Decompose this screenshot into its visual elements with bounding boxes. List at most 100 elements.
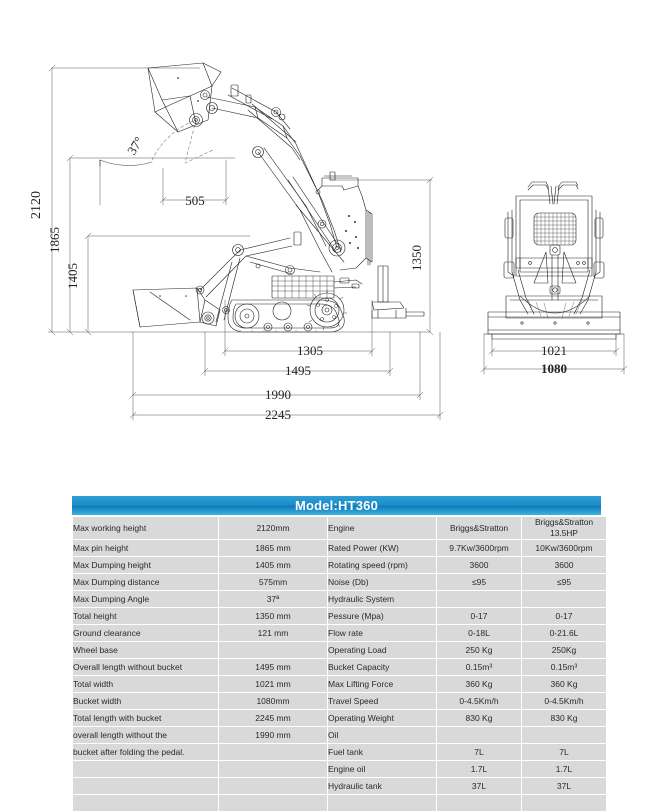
spec-right-value-b: 7L bbox=[522, 744, 606, 760]
dim-1495: 1495 bbox=[285, 363, 311, 378]
dim-1021: 1021 bbox=[541, 343, 567, 358]
spec-right-value-a: Briggs&Stratton bbox=[437, 517, 521, 539]
spec-right-value-b: 360 Kg bbox=[522, 676, 606, 692]
spec-right-value-b: 0-21.6L bbox=[522, 625, 606, 641]
spec-left-label: Total length with bucket bbox=[73, 710, 218, 726]
dim-1990: 1990 bbox=[265, 387, 291, 402]
spec-right-value-b: ≤95 bbox=[522, 574, 606, 590]
spec-left-value: 1080mm bbox=[219, 693, 327, 709]
spec-right-value-a: 0-18L bbox=[437, 625, 521, 641]
spec-left-value: 1495 mm bbox=[219, 659, 327, 675]
spec-right-value-a: 830 Kg bbox=[437, 710, 521, 726]
dim-angle-37: 37° bbox=[124, 134, 146, 157]
spec-right-value-b: 3600 bbox=[522, 557, 606, 573]
dim-1865: 1865 bbox=[47, 227, 62, 253]
spec-left-label: Max Dumping Angle bbox=[73, 591, 218, 607]
spec-left-label bbox=[73, 795, 218, 811]
spec-right-label: Flow rate bbox=[328, 625, 436, 641]
spec-right-label: Max Lifting Force bbox=[328, 676, 436, 692]
dim-505: 505 bbox=[185, 193, 205, 208]
spec-left-label: Overall length without bucket bbox=[73, 659, 218, 675]
spec-right-label bbox=[328, 795, 436, 811]
spec-left-label: bucket after folding the pedal. bbox=[73, 744, 218, 760]
spec-right-label: Noise (Db) bbox=[328, 574, 436, 590]
dim-1350: 1350 bbox=[409, 245, 424, 271]
spec-right-value-a: 0-17 bbox=[437, 608, 521, 624]
spec-right-label: Engine bbox=[328, 517, 436, 539]
dim-2245: 2245 bbox=[265, 407, 291, 422]
spec-left-label: Max pin height bbox=[73, 540, 218, 556]
spec-right-value-a: 0.15m³ bbox=[437, 659, 521, 675]
spec-left-label: overall length without the bbox=[73, 727, 218, 743]
spec-left-value: 575mm bbox=[219, 574, 327, 590]
spec-left-value: 1990 mm bbox=[219, 727, 327, 743]
spec-right-label: Oil bbox=[328, 727, 436, 743]
spec-right-value-a bbox=[437, 591, 521, 607]
spec-left-label bbox=[73, 778, 218, 794]
dim-1405: 1405 bbox=[65, 263, 80, 289]
dim-1080: 1080 bbox=[541, 361, 567, 376]
spec-right-label: Engine oil bbox=[328, 761, 436, 777]
spec-right-label: Travel Speed bbox=[328, 693, 436, 709]
spec-left-value: 1021 mm bbox=[219, 676, 327, 692]
spec-left-value: 121 mm bbox=[219, 625, 327, 641]
spec-right-value-b bbox=[522, 727, 606, 743]
spec-right-value-a: 7L bbox=[437, 744, 521, 760]
spec-right-label: Hydraulic System bbox=[328, 591, 436, 607]
spec-right-value-a: 0-4.5Km/h bbox=[437, 693, 521, 709]
spec-right-value-b: 0-4.5Km/h bbox=[522, 693, 606, 709]
spec-left-value: 1405 mm bbox=[219, 557, 327, 573]
spec-right-label: Rotating speed (rpm) bbox=[328, 557, 436, 573]
spec-left-value: 37ª bbox=[219, 591, 327, 607]
spec-left-label: Max Dumping height bbox=[73, 557, 218, 573]
spec-right-value-a bbox=[437, 795, 521, 811]
spec-left-value: 2245 mm bbox=[219, 710, 327, 726]
spec-left-value bbox=[219, 761, 327, 777]
spec-right-label: Hydraulic tank bbox=[328, 778, 436, 794]
spec-left-label: Max Dumping distance bbox=[73, 574, 218, 590]
technical-drawing: 2120 1865 1405 505 37° 1350 1305 1495 19… bbox=[29, 62, 628, 422]
spec-right-value-b: 0-17 bbox=[522, 608, 606, 624]
spec-right-value-a bbox=[437, 727, 521, 743]
spec-left-label: Bucket width bbox=[73, 693, 218, 709]
spec-right-value-b: 0.15m³ bbox=[522, 659, 606, 675]
spec-right-value-a: ≤95 bbox=[437, 574, 521, 590]
spec-left-value bbox=[219, 642, 327, 658]
spec-table-title: Model:HT360 bbox=[72, 496, 601, 515]
spec-right-value-a: 250 Kg bbox=[437, 642, 521, 658]
spec-right-value-b bbox=[522, 795, 606, 811]
spec-right-value-a: 360 Kg bbox=[437, 676, 521, 692]
spec-right-value-a: 37L bbox=[437, 778, 521, 794]
spec-left-value bbox=[219, 795, 327, 811]
spec-left-value: 1865 mm bbox=[219, 540, 327, 556]
spec-right-label: Rated Power (KW) bbox=[328, 540, 436, 556]
spec-right-label: Fuel tank bbox=[328, 744, 436, 760]
spec-right-value-b: 10Kw/3600rpm bbox=[522, 540, 606, 556]
spec-right-value-a: 1.7L bbox=[437, 761, 521, 777]
spec-right-value-b: Briggs&Stratton 13.5HP bbox=[522, 517, 606, 539]
spec-left-value: 2120mm bbox=[219, 517, 327, 539]
spec-right-value-b bbox=[522, 591, 606, 607]
spec-right-label: Operating Load bbox=[328, 642, 436, 658]
spec-right-value-b: 37L bbox=[522, 778, 606, 794]
spec-left-label: Wheel base bbox=[73, 642, 218, 658]
spec-right-value-b: 250Kg bbox=[522, 642, 606, 658]
dim-2120: 2120 bbox=[29, 191, 44, 219]
table-row bbox=[73, 795, 606, 811]
spec-left-label: Total height bbox=[73, 608, 218, 624]
spec-right-value-b: 830 Kg bbox=[522, 710, 606, 726]
spec-left-value: 1350 mm bbox=[219, 608, 327, 624]
